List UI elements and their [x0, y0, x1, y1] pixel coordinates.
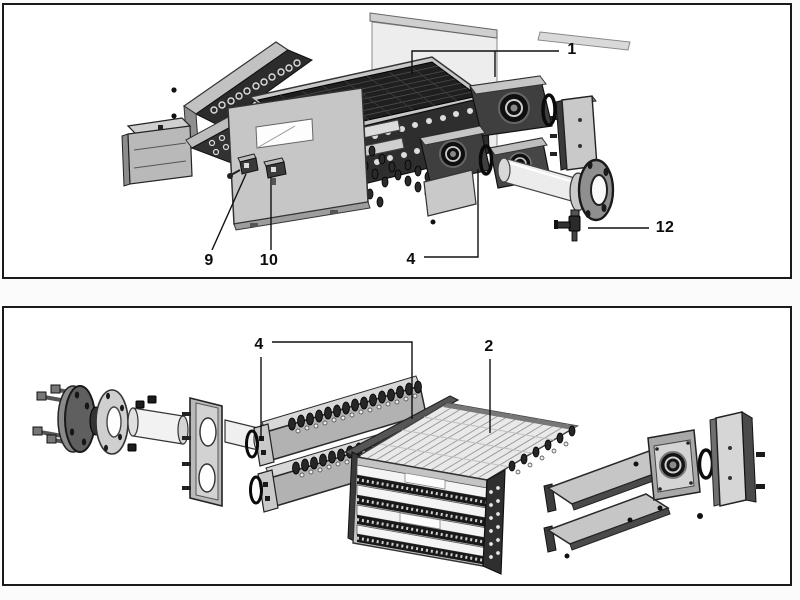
right-bracket-arm-2: [543, 493, 671, 553]
fan-o-ring: [697, 448, 715, 480]
left-junction-box: [121, 117, 193, 187]
left-bracket-plate: [182, 41, 314, 143]
mounting-plate: [182, 396, 223, 508]
fan-housing: [647, 429, 701, 501]
o-ring-b: [478, 144, 494, 176]
screw-dots: [171, 87, 177, 119]
front-cover-panel: [227, 87, 371, 231]
exploded-view-top-drawing: [121, 12, 649, 258]
flange-disc: [57, 385, 96, 453]
burner-rail-1: [245, 375, 427, 467]
lower-bracket-plate: [423, 169, 477, 225]
exploded-view-bottom-drawing: [32, 341, 765, 575]
right-manifold-box: [550, 95, 598, 171]
end-cap-box: [709, 411, 765, 507]
figure-panel-top: 1 9 10 4 12: [2, 3, 792, 279]
sensor-part-10: [263, 157, 287, 185]
callout-label-9: 9: [204, 252, 214, 269]
figure-panel-bottom: 4 2: [2, 306, 792, 586]
screw-dots-bottom: [564, 505, 703, 559]
heat-exchanger-core-bottom: [343, 395, 580, 575]
burner-tube: [127, 407, 189, 445]
flange-ring: [89, 389, 129, 455]
callout-label-4-bottom: 4: [254, 336, 264, 353]
venturi-block-a: [469, 75, 557, 137]
callout-label-1: 1: [567, 41, 577, 58]
sensor-part-9: [227, 153, 259, 179]
venturi-block-b: [419, 125, 494, 183]
callout-label-12: 12: [655, 219, 675, 236]
pipe-nuts: [127, 395, 157, 452]
o-ring-a: [541, 93, 557, 127]
flanged-pipe: [497, 157, 615, 222]
callout-leader-lines-top: [211, 50, 649, 258]
callout-leader-lines-bottom: [260, 341, 491, 441]
callout-label-4-top: 4: [406, 251, 416, 268]
sensor-part-12: [554, 209, 581, 242]
callout-label-10: 10: [259, 252, 279, 269]
callout-label-2: 2: [484, 338, 494, 355]
